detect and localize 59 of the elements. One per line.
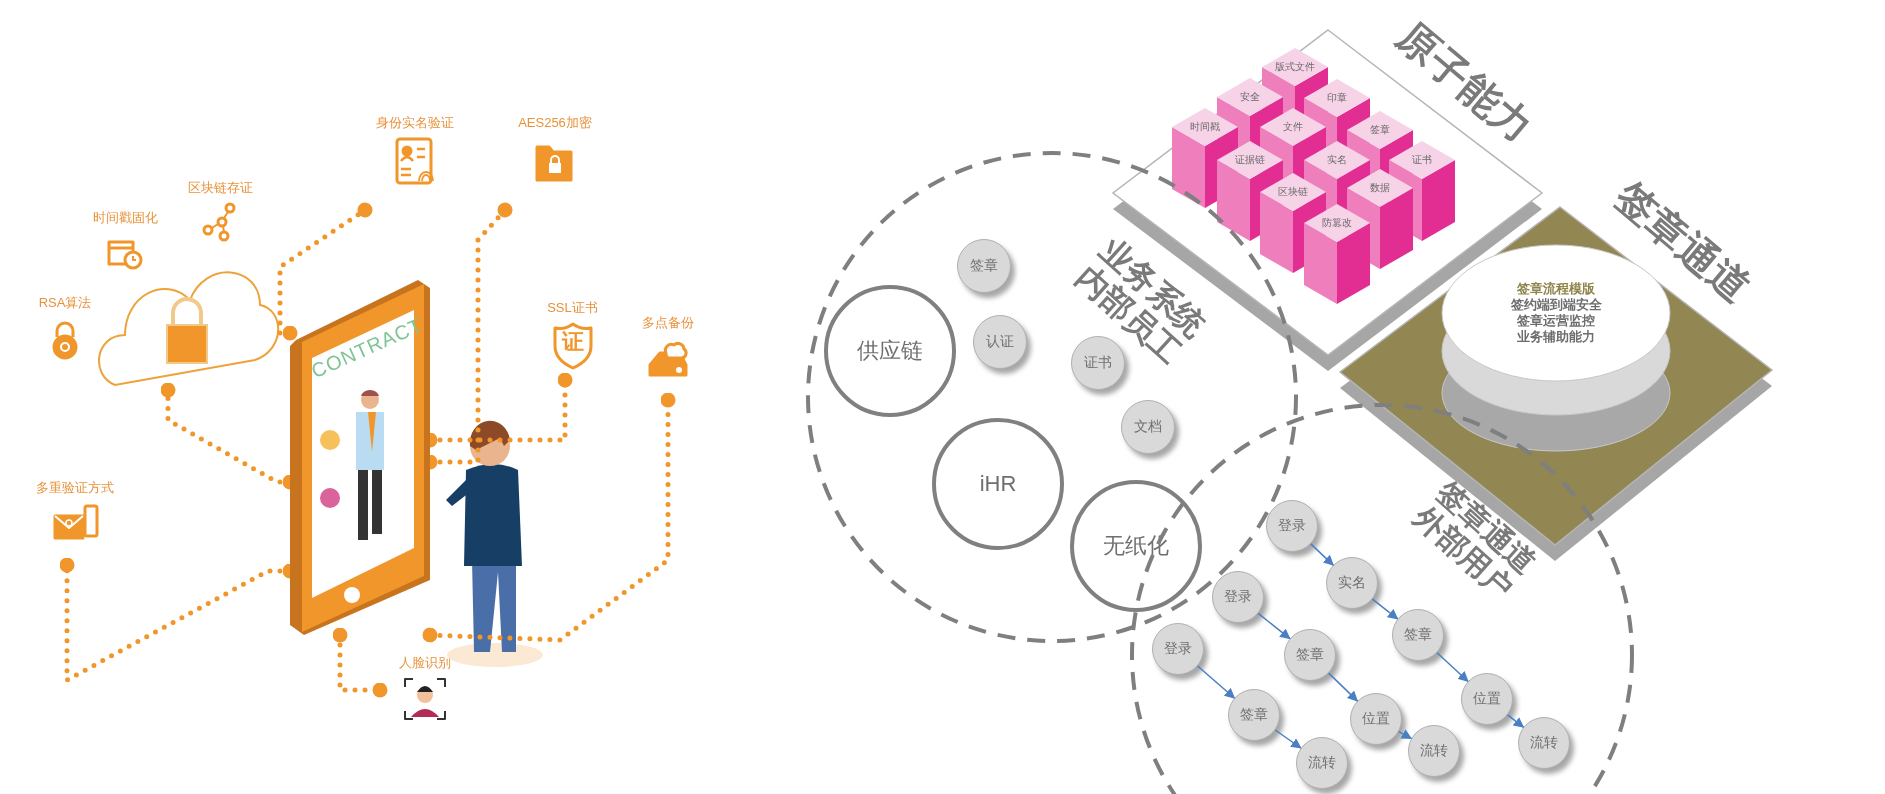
arrow	[1274, 729, 1302, 749]
cube-label: 证书	[1412, 153, 1432, 167]
feature-bubble: 证书	[1071, 336, 1125, 390]
step-bubble: 流转	[1296, 737, 1348, 789]
platform-title: 签章通道	[1607, 173, 1759, 311]
feature-caption: 多重验证方式	[35, 480, 115, 496]
feature-bubble: 签章	[957, 239, 1011, 293]
dotted-connector	[277, 202, 373, 341]
arrow	[1196, 665, 1236, 699]
step-bubble: 签章	[1392, 609, 1444, 661]
step-bubble: 位置	[1350, 693, 1402, 745]
feature-caption: 身份实名验证	[375, 115, 455, 131]
feature-bubble: 文档	[1121, 400, 1175, 454]
dotted-connector	[332, 627, 388, 698]
arrow	[1506, 714, 1525, 728]
feature-caption: 时间戳固化	[91, 210, 159, 226]
cube-label: 实名	[1327, 153, 1347, 167]
feature-caption: 人脸识别	[398, 655, 452, 671]
arrow	[1371, 598, 1399, 620]
arrow	[1310, 543, 1334, 566]
cube-label: 证据链	[1235, 153, 1265, 167]
system-circle: iHR	[932, 418, 1064, 550]
cube-label: 区块链	[1278, 185, 1308, 199]
step-bubble: 流转	[1518, 717, 1570, 769]
platform-title: 原子能力	[1389, 13, 1541, 151]
cube-label: 时间戳	[1190, 120, 1220, 134]
cylinder-text: 签约端到端安全	[1509, 297, 1603, 313]
cube-label: 数据	[1370, 181, 1390, 195]
arrow	[1327, 672, 1359, 702]
cube-label: 签章	[1370, 123, 1390, 137]
feature-caption: 区块链存证	[186, 180, 254, 196]
feature-caption: AES256加密	[517, 115, 593, 131]
step-bubble: 登录	[1212, 571, 1264, 623]
group-title: 签章通道外部用户	[1407, 473, 1544, 607]
system-circle: 供应链	[824, 285, 956, 417]
cylinder-text: 业务辅助能力	[1516, 329, 1596, 345]
step-bubble: 签章	[1228, 689, 1280, 741]
cylinder-text: 签章运营监控	[1516, 313, 1596, 329]
arrow	[1436, 651, 1469, 683]
feature-caption: RSA算法	[37, 295, 93, 311]
step-bubble: 位置	[1461, 673, 1513, 725]
step-bubble: 实名	[1326, 557, 1378, 609]
arrow	[1398, 729, 1413, 740]
icon-text: 证	[560, 330, 585, 354]
cube-label: 文件	[1283, 120, 1303, 134]
cube-label: 防篡改	[1322, 216, 1352, 230]
feature-bubble: 认证	[973, 315, 1027, 369]
cube-label: 安全	[1240, 90, 1260, 104]
feature-caption: SSL证书	[546, 300, 599, 316]
cube-label: 印章	[1327, 91, 1347, 105]
dotted-connector	[422, 392, 676, 643]
feature-caption: 多点备份	[640, 315, 695, 331]
arrow	[1257, 612, 1291, 640]
cylinder-heading: 签章流程模版	[1516, 281, 1596, 297]
cube-label: 版式文件	[1275, 60, 1315, 74]
step-bubble: 登录	[1266, 500, 1318, 552]
step-bubble: 登录	[1152, 623, 1204, 675]
step-bubble: 流转	[1408, 725, 1460, 777]
step-bubble: 签章	[1284, 629, 1336, 681]
